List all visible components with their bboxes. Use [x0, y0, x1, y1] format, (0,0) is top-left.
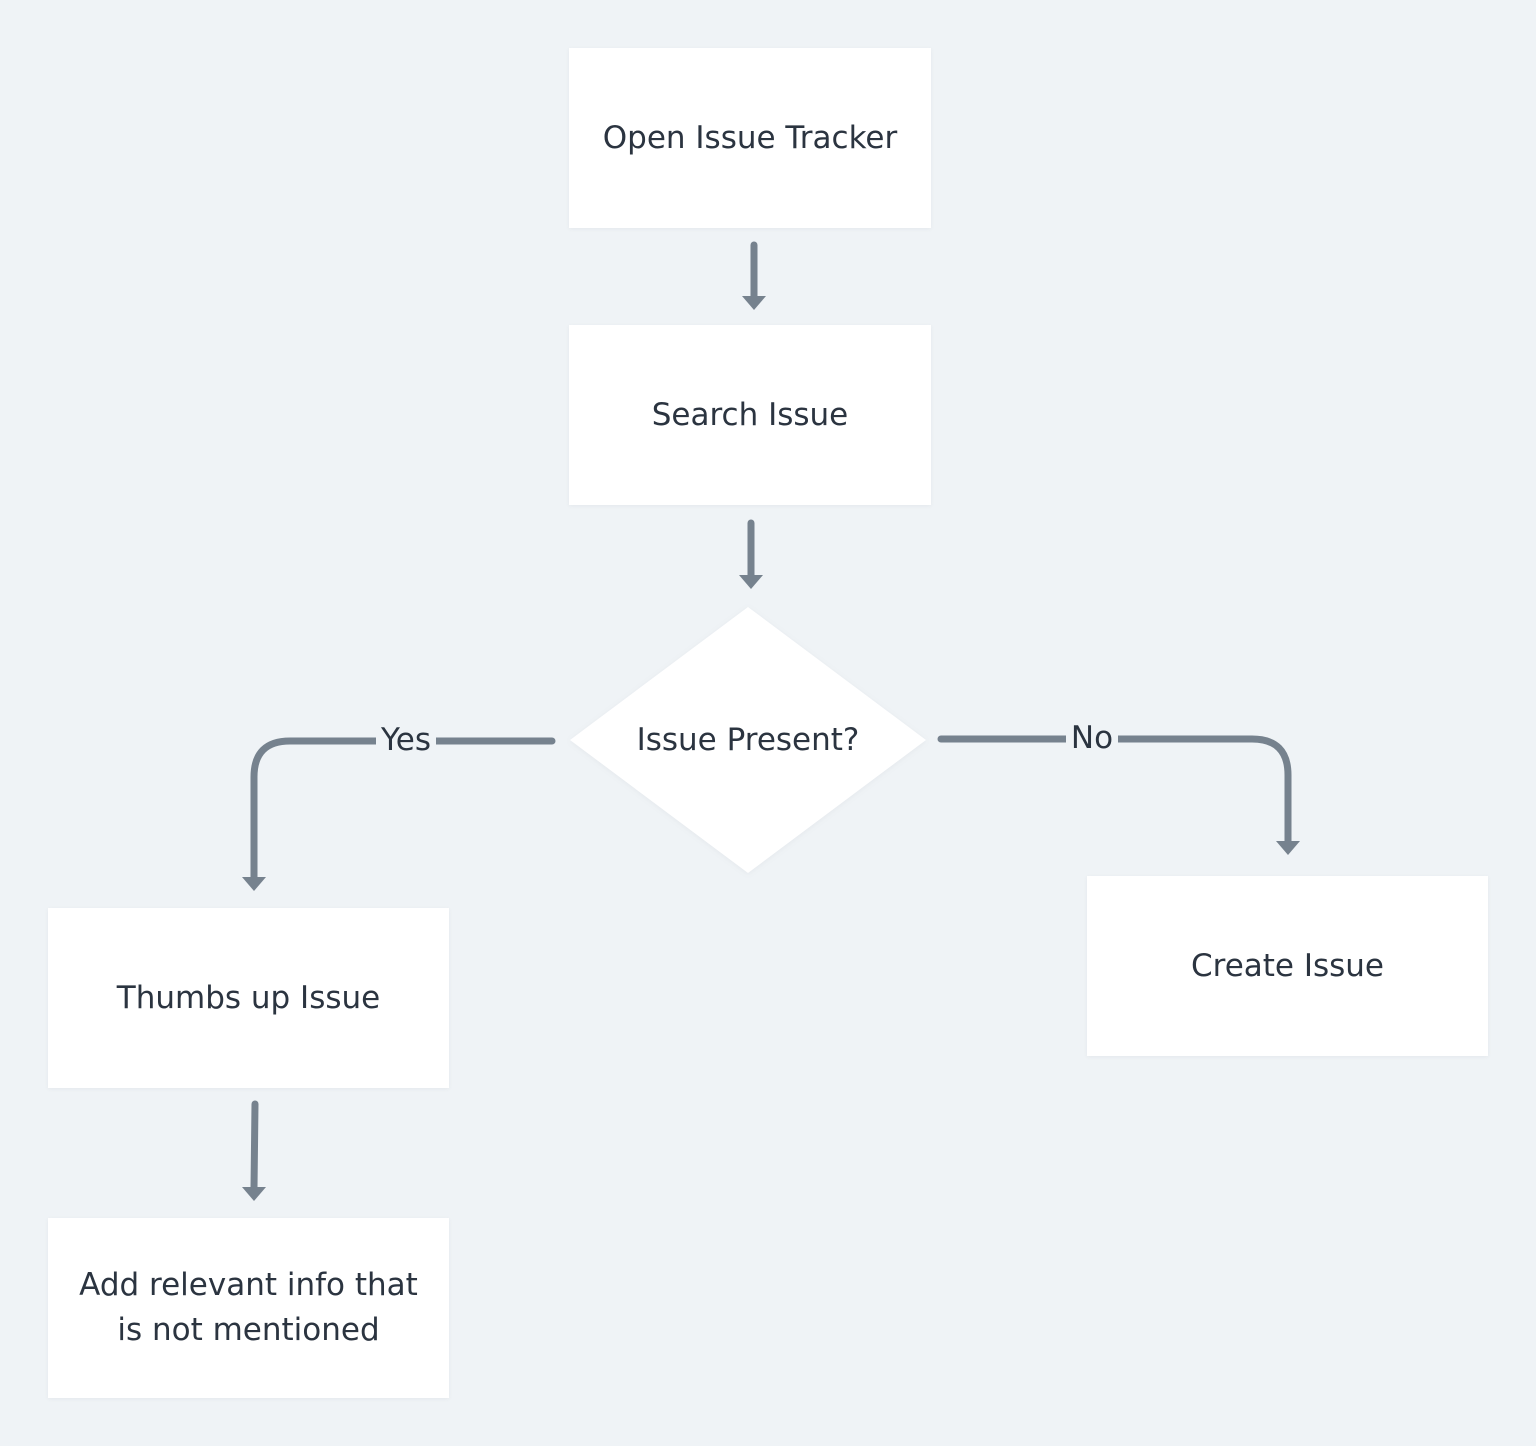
- node-open-issue-tracker-label: Open Issue Tracker: [602, 119, 898, 156]
- edge-label-yes: Yes: [376, 722, 436, 758]
- node-open-issue-tracker[interactable]: Open Issue Tracker: [569, 48, 931, 228]
- node-create-issue-label: Create Issue: [1190, 947, 1385, 984]
- arrowhead-open-to-search: [742, 296, 766, 310]
- node-issue-present-label: Issue Present?: [636, 722, 860, 758]
- node-search-issue[interactable]: Search Issue: [569, 325, 931, 505]
- arrowhead-thumbs-to-addinfo: [242, 1187, 266, 1201]
- node-thumbs-up-issue-label: Thumbs up Issue: [116, 979, 381, 1016]
- arrowhead-decision-to-thumbs: [242, 877, 266, 891]
- decision-diamond-shape: [570, 607, 926, 873]
- edge-thumbs-to-addinfo: [250, 1100, 259, 1192]
- arrowhead-search-to-decision: [739, 575, 763, 589]
- node-add-relevant-info-label: Add relevant info that is not mentioned: [79, 1267, 418, 1348]
- node-search-issue-label: Search Issue: [651, 396, 849, 433]
- node-issue-present-decision[interactable]: Issue Present?: [570, 607, 926, 873]
- node-thumbs-up-issue[interactable]: Thumbs up Issue: [48, 908, 449, 1088]
- arrowhead-decision-to-create: [1276, 841, 1300, 855]
- node-add-relevant-info[interactable]: Add relevant info that is not mentioned: [48, 1218, 449, 1398]
- edge-label-no: No: [1066, 720, 1118, 756]
- edge-decision-to-create-no: [937, 735, 1292, 846]
- node-create-issue[interactable]: Create Issue: [1087, 876, 1488, 1056]
- edge-decision-to-thumbs-yes: [250, 737, 556, 882]
